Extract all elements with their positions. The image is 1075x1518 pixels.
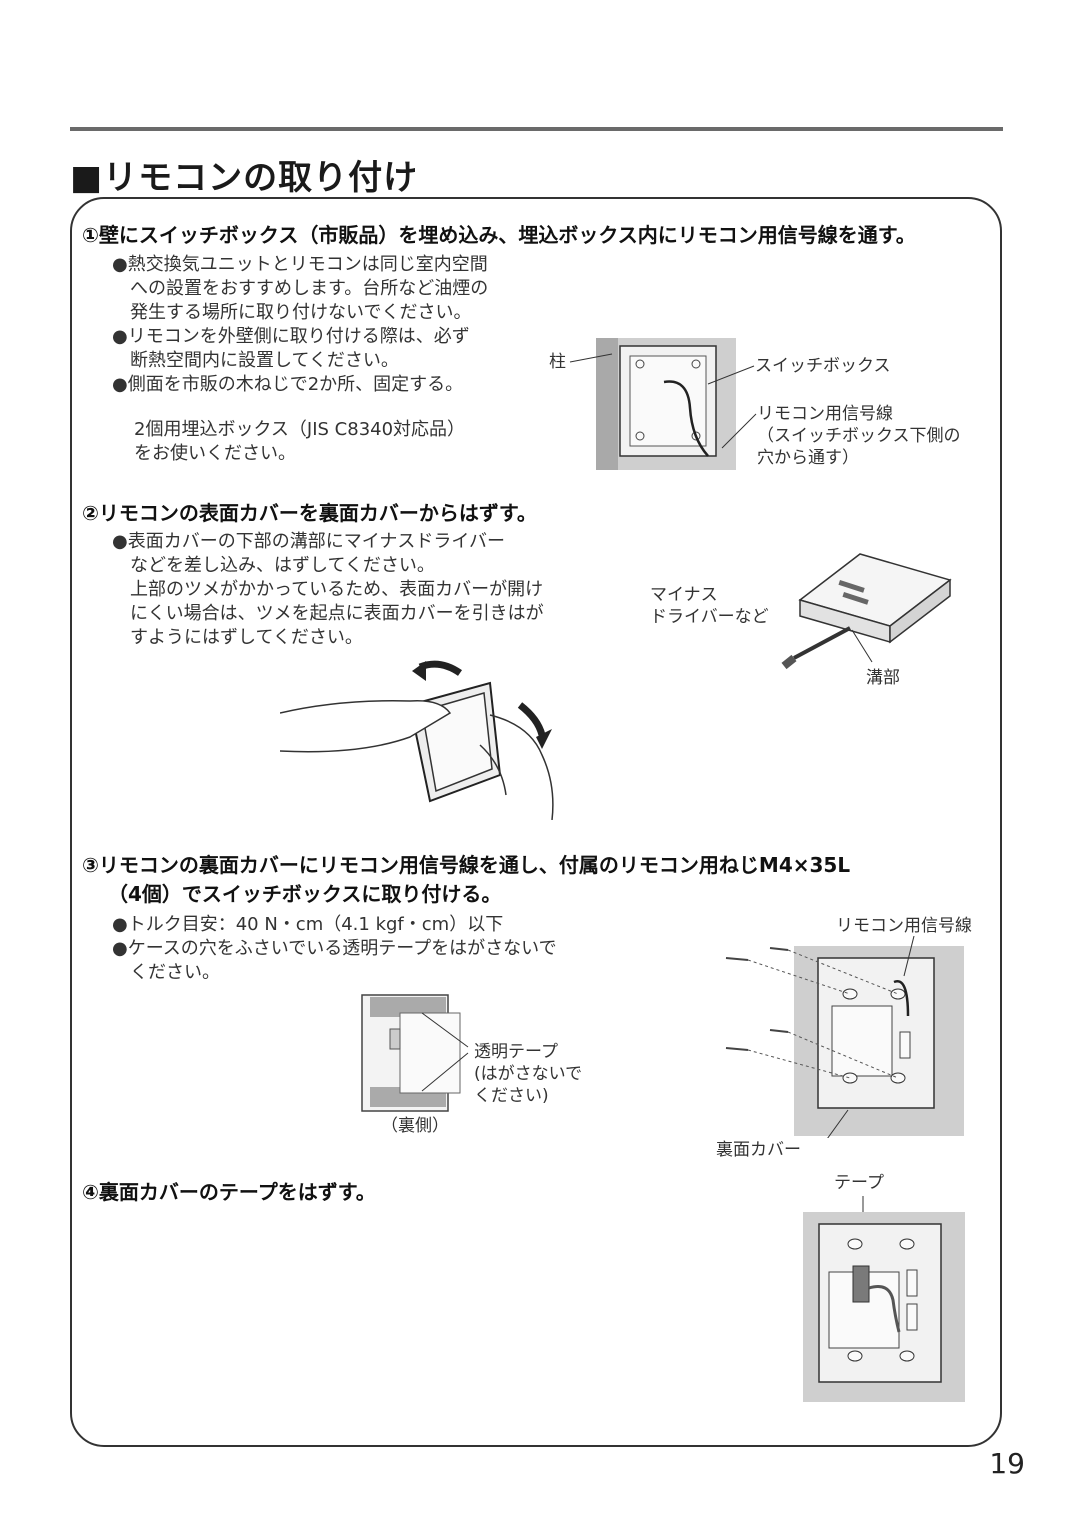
driver-label: マイナス ドライバーなど xyxy=(650,584,769,628)
label-line: 透明テープ xyxy=(474,1042,558,1062)
back-cover-screws-illustration xyxy=(725,936,964,1138)
bullet-line: 発生する場所に取り付けないでください。 xyxy=(112,302,472,323)
step1-bullets: ●熱交換気ユニットとリモコンは同じ室内空間 への設置をおすすめします。台所など油… xyxy=(112,253,488,397)
label-line: マイナス xyxy=(650,585,718,605)
bullet-line: ●側面を市販の木ねじで2か所、固定する。 xyxy=(112,374,464,395)
heading-line: （4個）でスイッチボックスに取り付ける。 xyxy=(108,882,502,906)
groove-label: 溝部 xyxy=(866,668,900,688)
bullet-line: ●リモコンを外壁側に取り付ける際は、必ず xyxy=(112,326,470,347)
signal-wire-label-2: リモコン用信号線 xyxy=(836,916,972,936)
back-cover-label: 裏面カバー xyxy=(716,1140,801,1160)
tape-label-2: テープ xyxy=(834,1173,884,1193)
top-rule xyxy=(70,127,1003,131)
bullet-line: ●ケースの穴をふさいでいる透明テープをはがさないで xyxy=(112,938,557,959)
tape-label: 透明テープ (はがさないで ください) xyxy=(474,1041,582,1107)
note-line: をお使いください。 xyxy=(134,443,296,464)
content-frame xyxy=(70,197,1002,1447)
back-side-label: （裏側） xyxy=(381,1116,449,1136)
heading-line: ③リモコンの裏面カバーにリモコン用信号線を通し、付属のリモコン用ねじM4×35L xyxy=(82,853,851,877)
pillar-label: 柱 xyxy=(549,352,566,372)
label-line: ドライバーなど xyxy=(650,607,769,627)
step3-bullets: ●トルク目安：40 N・cm（4.1 kgf・cm）以下 ●ケースの穴をふさいで… xyxy=(112,913,557,985)
label-line: 穴から通す） xyxy=(757,448,859,468)
step1-heading: ①壁にスイッチボックス（市販品）を埋め込み、埋込ボックス内にリモコン用信号線を通… xyxy=(82,223,916,247)
label-line: ください) xyxy=(474,1086,549,1106)
remote-with-driver-illustration xyxy=(781,553,952,670)
label-line: リモコン用信号線 xyxy=(757,404,893,424)
page-number: 19 xyxy=(989,1447,1025,1480)
bullet-line: 断熱空間内に設置してください。 xyxy=(112,350,399,371)
step1-note: 2個用埋込ボックス（JIS C8340対応品） をお使いください。 xyxy=(134,418,465,466)
bullet-line: ください。 xyxy=(112,962,220,983)
bullet-line: 上部のツメがかかっているため、表面カバーが開け xyxy=(112,579,544,600)
label-line: (はがさないで xyxy=(474,1064,583,1084)
label-line: （スイッチボックス下側の xyxy=(757,426,961,446)
bullet-line: などを差し込み、はずしてください。 xyxy=(112,555,435,576)
step2-bullets: ●表面カバーの下部の溝部にマイナスドライバー などを差し込み、はずしてください。… xyxy=(112,530,544,650)
bullet-line: ●表面カバーの下部の溝部にマイナスドライバー xyxy=(112,531,505,552)
note-line: 2個用埋込ボックス（JIS C8340対応品） xyxy=(134,419,466,440)
bullet-line: にくい場合は、ツメを起点に表面カバーを引きはが xyxy=(112,603,544,624)
hands-removing-cover-illustration xyxy=(280,660,554,820)
bullet-line: ●熱交換気ユニットとリモコンは同じ室内空間 xyxy=(112,254,488,275)
switch-box-illustration xyxy=(596,338,736,470)
bullet-line: への設置をおすすめします。台所など油煙の xyxy=(112,278,489,299)
back-side-tape-illustration xyxy=(361,994,469,1112)
switch-box-label: スイッチボックス xyxy=(755,356,891,376)
bullet-line: ●トルク目安：40 N・cm（4.1 kgf・cm）以下 xyxy=(112,914,504,935)
step3-heading: ③リモコンの裏面カバーにリモコン用信号線を通し、付属のリモコン用ねじM4×35L… xyxy=(82,849,850,907)
bullet-line: すようにはずしてください。 xyxy=(112,627,363,648)
step2-heading: ②リモコンの表面カバーを裏面カバーからはずす。 xyxy=(82,501,537,525)
step4-heading: ④裏面カバーのテープをはずす。 xyxy=(82,1180,376,1204)
signal-wire-label: リモコン用信号線 （スイッチボックス下側の 穴から通す） xyxy=(757,403,961,469)
back-cover-tape-illustration xyxy=(803,1196,965,1402)
step1-leader-lines xyxy=(569,353,757,449)
page-title: ■リモコンの取り付け xyxy=(70,158,419,198)
